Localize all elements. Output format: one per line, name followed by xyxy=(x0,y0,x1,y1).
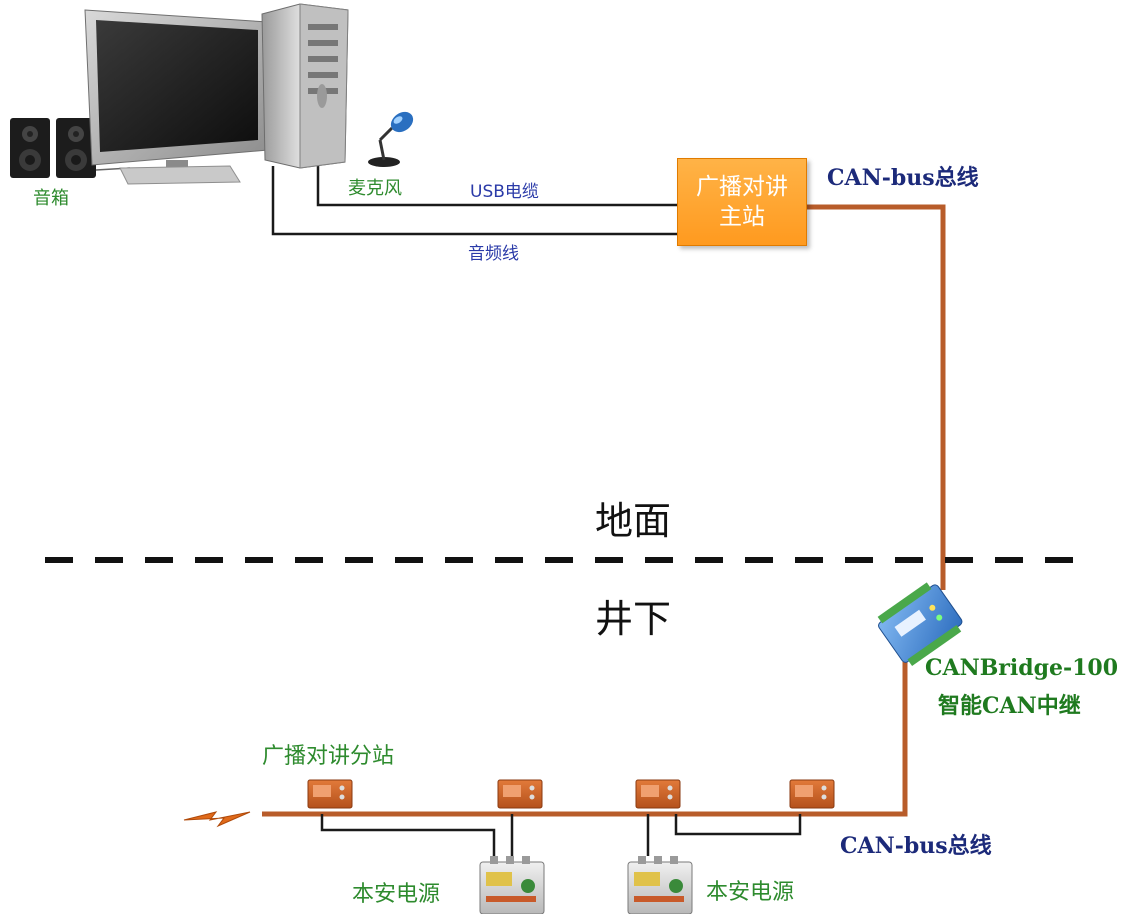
microphone-label: 麦克风 xyxy=(348,178,402,199)
canbridge-model-label: CANBridge-100 xyxy=(925,655,1119,681)
desktop-computer-icon xyxy=(84,3,349,185)
speaker-icon xyxy=(10,118,131,178)
substation-box-icon xyxy=(635,779,681,809)
substation-box-icon xyxy=(789,779,835,809)
audio-line-label: 音频线 xyxy=(468,244,519,264)
underground-label: 井下 xyxy=(595,597,672,641)
power-supply-label-2: 本安电源 xyxy=(706,880,795,905)
speaker-label: 音箱 xyxy=(33,188,69,209)
audio-cable xyxy=(271,166,677,236)
canbus-top-label: CAN-bus总线 xyxy=(827,165,979,191)
microphone-icon xyxy=(368,111,414,167)
lightning-break-icon xyxy=(183,811,251,828)
master-station-label-line2: 主站 xyxy=(719,204,765,230)
canbus-bottom-label: CAN-bus总线 xyxy=(840,833,992,859)
broadcast-master-station: 广播对讲 主站 xyxy=(677,158,807,246)
canbus-underground xyxy=(262,660,908,817)
master-station-label-line1: 广播对讲 xyxy=(696,174,788,200)
power-supply-icon xyxy=(627,856,693,914)
canbus-trunk xyxy=(805,204,946,590)
usb-cable-label: USB电缆 xyxy=(470,182,539,202)
power-supply-label-1: 本安电源 xyxy=(352,882,441,907)
substation-box-icon xyxy=(307,779,353,809)
power-wiring xyxy=(320,814,802,856)
substation-box-icon xyxy=(497,779,543,809)
substation-label: 广播对讲分站 xyxy=(262,744,395,769)
canbridge-device-icon xyxy=(877,582,963,666)
power-supply-icon xyxy=(479,856,545,914)
usb-cable xyxy=(316,166,677,207)
canbridge-desc-label: 智能CAN中继 xyxy=(938,693,1081,719)
ground-label: 地面 xyxy=(595,499,672,543)
